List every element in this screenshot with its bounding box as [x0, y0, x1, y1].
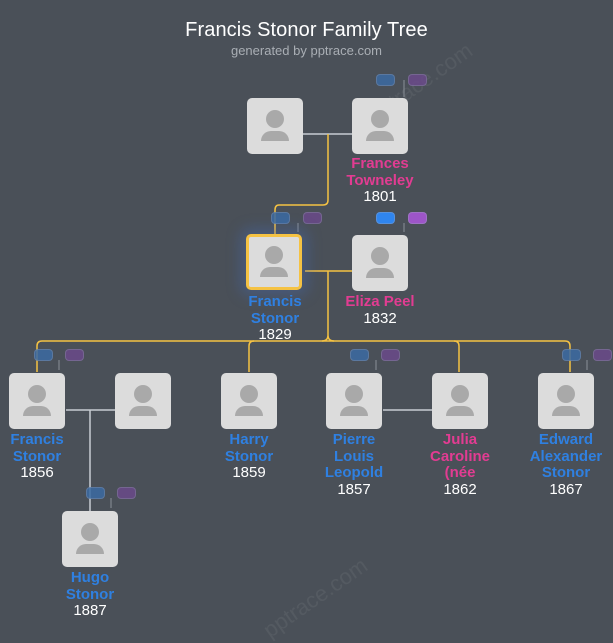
expand-mother-button[interactable]: [303, 212, 322, 224]
person-name[interactable]: Harry: [229, 431, 269, 448]
person-label-frances-towneley: Frances Towneley 1801: [325, 155, 435, 206]
birth-year: 1832: [363, 309, 397, 327]
expand-father-button[interactable]: [34, 349, 53, 361]
birth-year: 1859: [232, 464, 266, 481]
person-name[interactable]: Stonor: [224, 447, 274, 465]
person-name[interactable]: Alexander: [529, 447, 603, 465]
person-name[interactable]: Hugo: [70, 569, 110, 586]
person-name[interactable]: Francis: [248, 293, 302, 310]
expand-father-button[interactable]: [350, 349, 369, 361]
person-name[interactable]: Eliza Peel: [345, 293, 415, 310]
person-silhouette-body: [340, 406, 368, 416]
person-name[interactable]: Stonor: [541, 464, 591, 481]
expand-father-button[interactable]: [271, 212, 290, 224]
person-silhouette-icon: [345, 385, 363, 403]
birth-year: 1857: [337, 480, 371, 498]
person-silhouette-icon: [266, 110, 284, 128]
person-silhouette-icon: [451, 385, 469, 403]
person-silhouette-body: [552, 406, 580, 416]
person-label-pierre-louis-leopold: Pierre Louis Leopold 1857: [299, 431, 409, 498]
person-silhouette-body: [76, 544, 104, 554]
person-card-francis-stonor-focus[interactable]: [246, 234, 302, 290]
person-silhouette-icon: [28, 385, 46, 403]
expand-father-button[interactable]: [562, 349, 581, 361]
page-title: Francis Stonor Family Tree: [185, 19, 428, 41]
person-name[interactable]: Frances: [351, 155, 409, 172]
person-silhouette-body: [446, 406, 474, 416]
person-silhouette-body: [235, 406, 263, 416]
person-card-julia-caroline[interactable]: [432, 373, 488, 429]
person-card-hugo-stonor[interactable]: [62, 511, 118, 567]
person-silhouette-body: [366, 131, 394, 141]
expand-father-button[interactable]: [376, 74, 395, 86]
person-label-hugo-stonor: Hugo Stonor 1887: [35, 569, 145, 620]
person-label-francis-stonor-focus: Francis Stonor 1829: [220, 293, 330, 344]
expand-father-button[interactable]: [376, 212, 395, 224]
expand-mother-button[interactable]: [408, 212, 427, 224]
person-silhouette-body: [260, 267, 288, 277]
expand-mother-button[interactable]: [408, 74, 427, 86]
person-silhouette-body: [129, 406, 157, 416]
page-subtitle: generated by pptrace.com: [230, 43, 383, 58]
person-name[interactable]: Stonor: [65, 585, 115, 603]
birth-year: 1887: [73, 602, 107, 619]
person-silhouette-icon: [371, 110, 389, 128]
person-silhouette-icon: [134, 385, 152, 403]
person-name[interactable]: Pierre: [332, 431, 376, 448]
person-label-edward-alexander-stonor: Edward Alexander Stonor 1867: [511, 431, 613, 498]
person-label-francis-stonor-1856: Francis Stonor 1856: [0, 431, 92, 482]
birth-year: 1867: [549, 480, 583, 498]
person-label-harry-stonor: Harry Stonor 1859: [194, 431, 304, 482]
person-name[interactable]: Edward: [538, 431, 594, 448]
person-card-eliza-peel[interactable]: [352, 235, 408, 291]
person-name[interactable]: Leopold: [324, 464, 384, 481]
person-silhouette-icon: [371, 247, 389, 265]
person-name[interactable]: Louis: [334, 447, 374, 465]
person-silhouette-icon: [81, 523, 99, 541]
person-label-eliza-peel: Eliza Peel 1832: [325, 293, 435, 327]
expand-mother-button[interactable]: [381, 349, 400, 361]
person-card-grandfather[interactable]: [247, 98, 303, 154]
person-name[interactable]: Towneley: [346, 171, 414, 189]
birth-year: 1862: [443, 480, 477, 498]
person-silhouette-body: [23, 406, 51, 416]
person-card-pierre-louis-leopold[interactable]: [326, 373, 382, 429]
birth-year: 1829: [258, 326, 292, 343]
person-card-frances-towneley[interactable]: [352, 98, 408, 154]
person-silhouette-icon: [240, 385, 258, 403]
person-silhouette-body: [261, 131, 289, 141]
birth-year: 1856: [20, 464, 54, 481]
person-name[interactable]: Julia: [442, 431, 478, 448]
person-silhouette-icon: [265, 246, 283, 264]
person-card-francis-stonor-1856[interactable]: [9, 373, 65, 429]
tree-connectors: [36, 80, 588, 512]
person-silhouette-icon: [557, 385, 575, 403]
expand-mother-button[interactable]: [593, 349, 612, 361]
person-name[interactable]: Stonor: [12, 447, 62, 465]
person-silhouette-body: [366, 268, 394, 278]
person-name[interactable]: Stonor: [250, 309, 300, 327]
person-card-harry-stonor[interactable]: [221, 373, 277, 429]
birth-year: 1801: [363, 188, 397, 205]
person-name[interactable]: Caroline: [429, 447, 490, 465]
expand-mother-button[interactable]: [117, 487, 136, 499]
person-card-child1-spouse[interactable]: [115, 373, 171, 429]
person-card-edward-alexander-stonor[interactable]: [538, 373, 594, 429]
person-label-julia-caroline: Julia Caroline (née 1862: [405, 431, 515, 498]
person-name[interactable]: Francis: [10, 431, 64, 448]
person-name[interactable]: (née: [444, 464, 476, 481]
expand-father-button[interactable]: [86, 487, 105, 499]
expand-mother-button[interactable]: [65, 349, 84, 361]
